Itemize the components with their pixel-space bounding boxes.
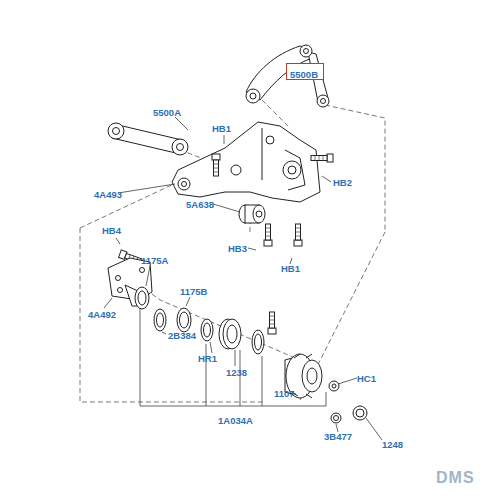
part-label: 1175B bbox=[180, 287, 207, 297]
part-label: HB2 bbox=[333, 178, 352, 188]
part-label: 1175A bbox=[141, 256, 168, 266]
part-label: HR1 bbox=[198, 354, 217, 364]
part-label: 2B384 bbox=[168, 331, 196, 341]
part-label: 1238 bbox=[226, 368, 247, 378]
hub-1107 bbox=[285, 354, 367, 423]
part-label: HB1 bbox=[212, 124, 231, 134]
part-label: 5500A bbox=[153, 108, 181, 118]
part-label: HB1 bbox=[281, 264, 300, 274]
part-label: 4A493 bbox=[94, 190, 122, 200]
part-label: HC1 bbox=[357, 374, 376, 384]
part-label: 1A034A bbox=[218, 416, 253, 426]
bolts bbox=[119, 154, 333, 334]
part-callout-box: 5500B bbox=[286, 63, 324, 80]
leader-lines bbox=[104, 117, 382, 440]
seals-and-rings bbox=[135, 287, 264, 354]
callout-number: 5500B bbox=[287, 68, 321, 82]
part-label: HB4 bbox=[102, 226, 121, 236]
part-label: HB3 bbox=[228, 244, 247, 254]
bushing-5a638 bbox=[239, 205, 265, 223]
part-label: 3B477 bbox=[324, 432, 352, 442]
watermark: DMS bbox=[436, 470, 475, 486]
lower-arm-5500a bbox=[108, 123, 188, 155]
dashed-assembly-lines bbox=[80, 100, 385, 402]
part-label: 1248 bbox=[382, 440, 403, 450]
part-label: 1107 bbox=[274, 389, 295, 399]
knuckle-4a493 bbox=[172, 122, 320, 202]
part-label: 4A492 bbox=[88, 310, 116, 320]
upper-arm-5500b bbox=[246, 45, 329, 107]
part-label: 5A638 bbox=[186, 200, 214, 210]
